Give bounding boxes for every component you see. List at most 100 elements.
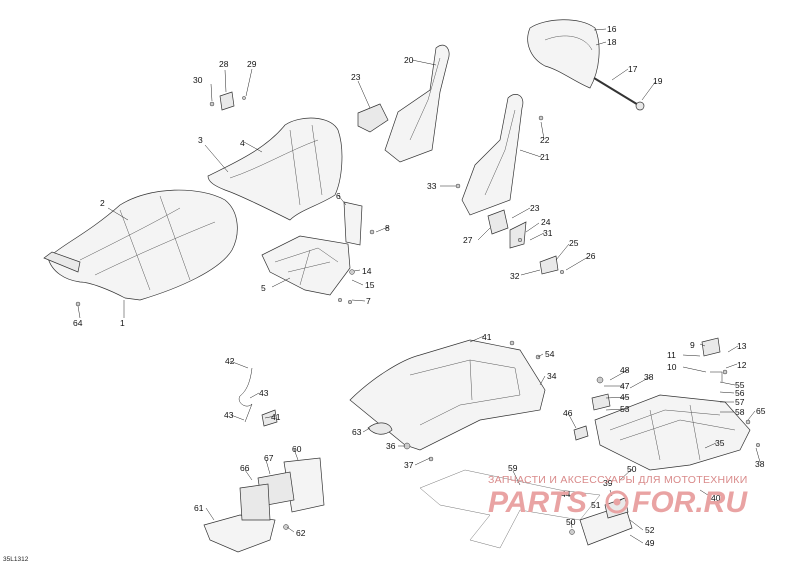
callout-45: 45: [620, 392, 630, 402]
part-tray: [203, 514, 276, 553]
leader-lines: [77, 28, 761, 544]
part-mat: [419, 469, 601, 549]
part-bracket-small: [219, 91, 235, 111]
callout-51: 51: [591, 500, 601, 510]
callout-50a: 50: [627, 464, 637, 474]
callout-23b: 23: [530, 203, 540, 213]
part-cable: [238, 367, 253, 423]
part-latch: [539, 255, 559, 275]
callout-31: 31: [543, 228, 553, 238]
callout-49: 49: [645, 538, 655, 548]
callout-54: 54: [545, 349, 555, 359]
callout-26: 26: [586, 251, 596, 261]
part-knob: [635, 101, 645, 111]
callout-66: 66: [240, 463, 250, 473]
callout-4: 4: [240, 138, 245, 148]
callout-22: 22: [540, 135, 550, 145]
callout-9: 9: [690, 340, 695, 350]
callout-46: 46: [563, 408, 573, 418]
callout-3: 3: [198, 135, 203, 145]
callout-5: 5: [261, 283, 266, 293]
callout-47: 47: [620, 381, 630, 391]
callout-33: 33: [427, 181, 437, 191]
callout-38a: 38: [644, 372, 654, 382]
callout-41a: 41: [482, 332, 492, 342]
part-storage-tub: [349, 339, 546, 451]
part-rod: [593, 77, 641, 107]
watermark-brand-left: PARTS: [488, 486, 587, 519]
callout-35: 35: [715, 438, 725, 448]
callout-18: 18: [607, 37, 617, 47]
part-seat-passenger: [207, 117, 343, 221]
callout-14: 14: [362, 266, 372, 276]
callout-10: 10: [667, 362, 677, 372]
part-seat-driver: [43, 189, 238, 301]
callout-59: 59: [508, 463, 518, 473]
hardware-dots: [75, 96, 761, 535]
callout-25: 25: [569, 238, 579, 248]
part-hook-10: [710, 371, 723, 382]
callout-19: 19: [653, 76, 663, 86]
callout-1: 1: [120, 318, 125, 328]
callout-58: 58: [735, 407, 745, 417]
part-clip-46: [573, 425, 589, 441]
callout-23a: 23: [351, 72, 361, 82]
callout-44: 44: [561, 489, 571, 499]
callout-48: 48: [620, 365, 630, 375]
callout-30: 30: [193, 75, 203, 85]
callout-61: 61: [194, 503, 204, 513]
callout-53: 53: [620, 404, 630, 414]
callout-7: 7: [366, 296, 371, 306]
callout-13: 13: [737, 341, 747, 351]
callout-27: 27: [463, 235, 473, 245]
callout-52: 52: [645, 525, 655, 535]
part-backrest-frame-right: [461, 94, 524, 216]
callout-2: 2: [100, 198, 105, 208]
part-plate: [343, 201, 363, 246]
watermark: ЗАПЧАСТИ И АКСЕССУАРЫ ДЛЯ МОТОТЕХНИКИ PA…: [488, 474, 748, 519]
callout-16: 16: [607, 24, 617, 34]
watermark-tagline: ЗАПЧАСТИ И АКСЕССУАРЫ ДЛЯ МОТОТЕХНИКИ: [488, 474, 748, 486]
callout-39: 39: [603, 478, 613, 488]
part-clamp: [261, 409, 278, 427]
callout-60: 60: [292, 444, 302, 454]
callout-40: 40: [711, 493, 721, 503]
part-backrest-pad: [527, 19, 600, 89]
callout-67: 67: [264, 453, 274, 463]
callout-28: 28: [219, 59, 229, 69]
diagram-code: 35L1312: [3, 556, 29, 563]
callout-38b: 38: [755, 459, 765, 469]
callout-labels: 1 2 3 4 5 6 7 8 9 10 11 12 13 14 15 16 1…: [73, 24, 766, 548]
callout-43b: 43: [224, 410, 234, 420]
part-bracket-45: [591, 393, 611, 411]
callout-21: 21: [540, 152, 550, 162]
callout-17: 17: [628, 64, 638, 74]
callout-57: 57: [735, 397, 745, 407]
callout-34: 34: [547, 371, 557, 381]
part-tray-back: [239, 483, 271, 521]
gear-icon: [605, 490, 629, 514]
part-box-lower: [487, 209, 509, 235]
callout-32: 32: [510, 271, 520, 281]
callout-41b: 41: [271, 412, 281, 422]
callout-37: 37: [404, 460, 414, 470]
callout-65: 65: [756, 406, 766, 416]
callout-20: 20: [404, 55, 414, 65]
callout-62: 62: [296, 528, 306, 538]
callout-55: 55: [735, 380, 745, 390]
callout-63: 63: [352, 427, 362, 437]
part-frame-assembly: [594, 394, 751, 471]
callout-64: 64: [73, 318, 83, 328]
callout-24: 24: [541, 217, 551, 227]
callout-15: 15: [365, 280, 375, 290]
callout-50b: 50: [566, 517, 576, 527]
part-strap: [367, 422, 393, 435]
watermark-brand-right: FOR.RU: [632, 486, 748, 519]
callout-56: 56: [735, 388, 745, 398]
callout-36: 36: [386, 441, 396, 451]
part-bracket-9: [701, 337, 721, 357]
callout-6: 6: [336, 191, 341, 201]
callout-43a: 43: [259, 388, 269, 398]
callout-29: 29: [247, 59, 257, 69]
callout-11: 11: [667, 350, 676, 360]
